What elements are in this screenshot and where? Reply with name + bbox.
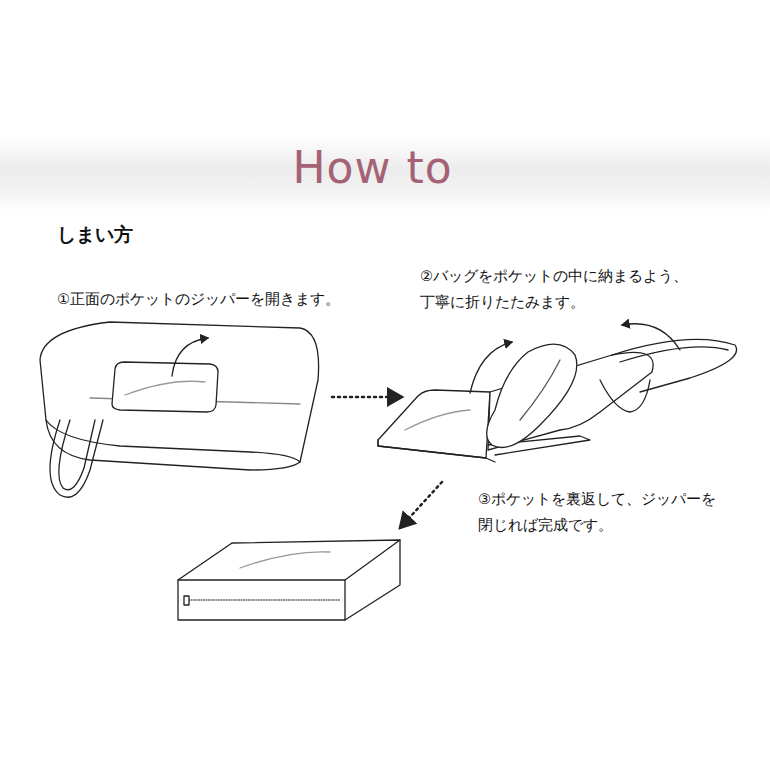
step-text: ①正面のポケットのジッパーを開きます。 (57, 290, 340, 309)
folded-pouch (178, 540, 400, 620)
dotted-arrow (400, 482, 442, 528)
step-text: ②バッグをポケットの中に納まるよう、 丁寧に折りたたみます。 (420, 263, 698, 315)
section-heading: しまい方 (57, 222, 133, 248)
folding-bag (378, 324, 737, 462)
step-text: ③ポケットを裏返して、ジッパーを 閉じれば完成です。 (478, 486, 728, 538)
dotted-arrow (332, 396, 402, 399)
page-title: How to (0, 142, 745, 193)
tote-bag (40, 322, 319, 497)
